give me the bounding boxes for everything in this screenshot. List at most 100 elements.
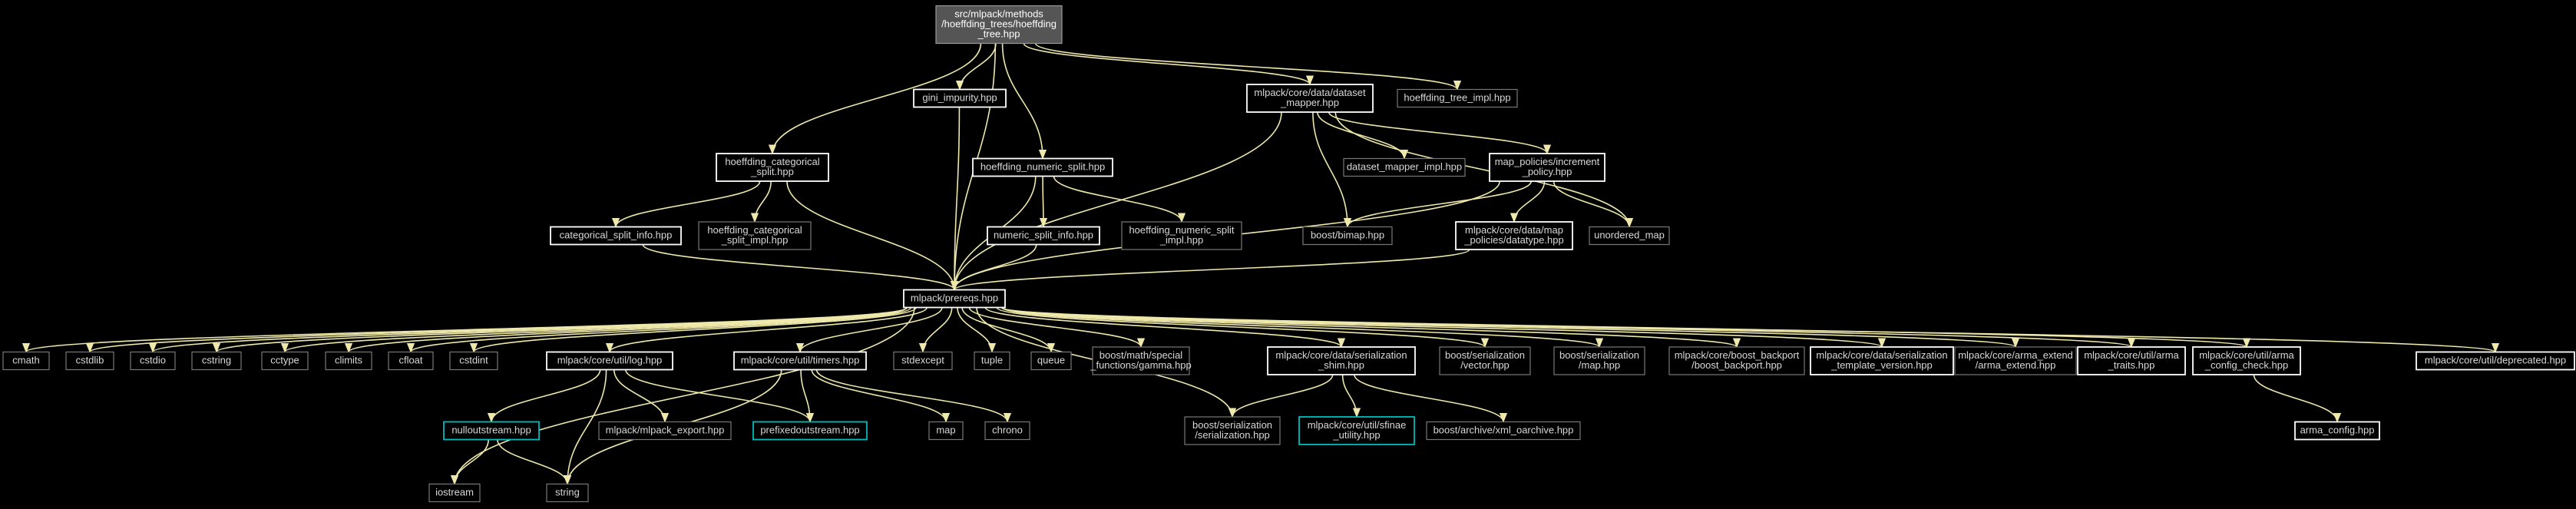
node-arma-traits[interactable]: mlpack/core/util/arma_traits.hpp bbox=[2077, 346, 2186, 375]
node-box bbox=[1668, 346, 1805, 375]
node-cfloat[interactable]: cfloat bbox=[388, 351, 434, 371]
node-label: /vector.hpp bbox=[1460, 359, 1510, 371]
node-label: mlpack/core/boost_backport bbox=[1675, 349, 1800, 361]
node-iostream[interactable]: iostream bbox=[428, 483, 481, 503]
node-timers[interactable]: mlpack/core/util/timers.hpp bbox=[733, 351, 867, 371]
node-box bbox=[1343, 157, 1466, 177]
edge-timers-to-prefixedoutstream bbox=[800, 369, 815, 423]
node-increment-policy[interactable]: map_policies/increment_policy.hpp bbox=[1489, 153, 1605, 182]
node-label: _shim.hpp bbox=[1318, 359, 1364, 371]
edge-log-to-string bbox=[563, 369, 607, 485]
node-template-version[interactable]: mlpack/core/data/serialization_template_… bbox=[1810, 346, 1954, 375]
node-hoeffding-categorical-split-impl[interactable]: hoeffding_categorical_split_impl.hpp bbox=[698, 221, 812, 250]
edge-prereqs-to-boost_ser_vector bbox=[996, 306, 1489, 349]
node-hoeffding-tree-impl[interactable]: hoeffding_tree_impl.hpp bbox=[1397, 88, 1518, 108]
node-categorical-split-info[interactable]: categorical_split_info.hpp bbox=[550, 226, 682, 246]
node-prefixedoutstream[interactable]: prefixedoutstream.hpp bbox=[752, 421, 868, 441]
node-boost-ser-vector[interactable]: boost/serialization/vector.hpp bbox=[1439, 346, 1531, 375]
node-box bbox=[2077, 346, 2186, 375]
node-label: _functions/gamma.hpp bbox=[1090, 359, 1192, 371]
node-gamma[interactable]: boost/math/special_functions/gamma.hpp bbox=[1090, 346, 1192, 375]
node-map[interactable]: map bbox=[928, 421, 964, 441]
node-arma-config-check[interactable]: mlpack/core/util/arma_config_check.hpp bbox=[2192, 346, 2301, 375]
node-boost-backport[interactable]: mlpack/core/boost_backport/boost_backpor… bbox=[1668, 346, 1805, 375]
node-label: prefixedoutstream.hpp bbox=[760, 425, 859, 436]
node-log[interactable]: mlpack/core/util/log.hpp bbox=[546, 351, 673, 371]
node-queue[interactable]: queue bbox=[1030, 351, 1072, 371]
node-dataset-mapper-impl[interactable]: dataset_mapper_impl.hpp bbox=[1343, 157, 1466, 177]
node-label: arma_config.hpp bbox=[2300, 425, 2375, 436]
node-box bbox=[752, 421, 868, 441]
node-datatype[interactable]: mlpack/core/data/map_policies/datatype.h… bbox=[1455, 221, 1573, 250]
node-cstdint[interactable]: cstdint bbox=[449, 351, 498, 371]
edge-root-to-hoeffding_tree_impl bbox=[1034, 42, 1461, 91]
node-label: mlpack/core/arma_extend bbox=[1958, 349, 2073, 361]
node-label: cstdio bbox=[140, 355, 166, 366]
node-boost-ser-map[interactable]: boost/serialization/map.hpp bbox=[1553, 346, 1645, 375]
node-box bbox=[733, 351, 867, 371]
node-gini[interactable]: gini_impurity.hpp bbox=[913, 88, 1007, 108]
node-label: boost/serialization bbox=[1559, 349, 1639, 361]
node-hoeffding-numeric-split-impl[interactable]: hoeffding_numeric_split_impl.hpp bbox=[1121, 221, 1242, 250]
node-tuple[interactable]: tuple bbox=[974, 351, 1010, 371]
edge-log-to-prefixedoutstream bbox=[625, 369, 815, 423]
node-dataset-mapper[interactable]: mlpack/core/data/dataset_mapper.hpp bbox=[1246, 84, 1374, 113]
edge-arma_config_check-to-arma_config bbox=[2253, 374, 2342, 423]
node-climits[interactable]: climits bbox=[325, 351, 372, 371]
node-hoeffding-categorical-split[interactable]: hoeffding_categorical_split.hpp bbox=[716, 153, 829, 182]
node-label: mlpack/core/data/dataset bbox=[1254, 87, 1366, 98]
edge-prereqs-to-log bbox=[606, 307, 928, 353]
node-label: mlpack/core/util/arma bbox=[2199, 349, 2294, 361]
node-deprecated[interactable]: mlpack/core/util/deprecated.hpp bbox=[2416, 351, 2575, 371]
node-unordered-map[interactable]: unordered_map bbox=[1589, 226, 1670, 246]
node-boost-bimap[interactable]: boost/bimap.hpp bbox=[1302, 226, 1393, 246]
node-mlpack-export[interactable]: mlpack/mlpack_export.hpp bbox=[598, 421, 732, 441]
node-label: mlpack/core/util/timers.hpp bbox=[741, 355, 860, 366]
node-nulloutstream[interactable]: nulloutstream.hpp bbox=[443, 421, 540, 441]
edge-prereqs-to-boost_ser_map bbox=[1001, 306, 1603, 349]
edge-hoeffding_categorical_split-to-prereqs bbox=[786, 180, 959, 291]
node-label: map_policies/increment bbox=[1495, 156, 1600, 167]
edge-root-to-dataset_mapper bbox=[1023, 43, 1314, 86]
node-cstdlib[interactable]: cstdlib bbox=[65, 351, 114, 371]
node-box bbox=[1426, 421, 1581, 441]
node-box bbox=[1267, 346, 1416, 375]
node-label: hoeffding_categorical bbox=[725, 156, 819, 167]
node-arma-config[interactable]: arma_config.hpp bbox=[2294, 421, 2380, 441]
node-label: src/mlpack/methods bbox=[954, 8, 1043, 20]
node-box bbox=[984, 421, 1030, 441]
node-label: mlpack/core/util/sfinae bbox=[1308, 419, 1407, 431]
node-label: mlpack/core/data/map bbox=[1465, 224, 1563, 236]
node-stdexcept[interactable]: stdexcept bbox=[893, 351, 953, 371]
node-string[interactable]: string bbox=[546, 483, 589, 503]
node-serialization-shim[interactable]: mlpack/core/data/serialization_shim.hpp bbox=[1267, 346, 1416, 375]
node-box bbox=[893, 351, 953, 371]
node-root[interactable]: src/mlpack/methods/hoeffding_trees/hoeff… bbox=[935, 5, 1063, 45]
edge-dataset_mapper-to-prereqs bbox=[950, 111, 1282, 291]
node-label: unordered_map bbox=[1594, 230, 1665, 241]
node-cmath[interactable]: cmath bbox=[2, 351, 50, 371]
node-boost-ser-serialization[interactable]: boost/serialization/serialization.hpp bbox=[1184, 416, 1281, 445]
node-cstring[interactable]: cstring bbox=[191, 351, 242, 371]
node-label: _impl.hpp bbox=[1159, 234, 1203, 246]
node-cstdio[interactable]: cstdio bbox=[130, 351, 176, 371]
node-xml-oarchive[interactable]: boost/archive/xml_oarchive.hpp bbox=[1426, 421, 1581, 441]
node-numeric-split-info[interactable]: numeric_split_info.hpp bbox=[987, 226, 1100, 246]
node-box bbox=[974, 351, 1010, 371]
node-label: _mapper.hpp bbox=[1280, 97, 1339, 108]
node-label: /boost_backport.hpp bbox=[1691, 359, 1782, 371]
node-box bbox=[130, 351, 176, 371]
node-box bbox=[2, 351, 50, 371]
edge-prereqs-to-cfloat bbox=[407, 306, 912, 353]
node-label: dataset_mapper_impl.hpp bbox=[1347, 161, 1462, 173]
edge-serialization_shim-to-xml_oarchive bbox=[1354, 374, 1508, 423]
node-box bbox=[598, 421, 732, 441]
node-cctype[interactable]: cctype bbox=[261, 351, 309, 371]
node-chrono[interactable]: chrono bbox=[984, 421, 1030, 441]
node-hoeffding-numeric-split[interactable]: hoeffding_numeric_split.hpp bbox=[972, 157, 1113, 177]
node-box bbox=[903, 289, 1006, 309]
node-arma-extend[interactable]: mlpack/core/arma_extend/arma_extend.hpp bbox=[1954, 346, 2077, 375]
node-prereqs[interactable]: mlpack/prereqs.hpp bbox=[903, 289, 1006, 309]
node-sfinae-utility[interactable]: mlpack/core/util/sfinae_utility.hpp bbox=[1298, 416, 1415, 445]
edge-gini-to-prereqs bbox=[950, 107, 961, 291]
